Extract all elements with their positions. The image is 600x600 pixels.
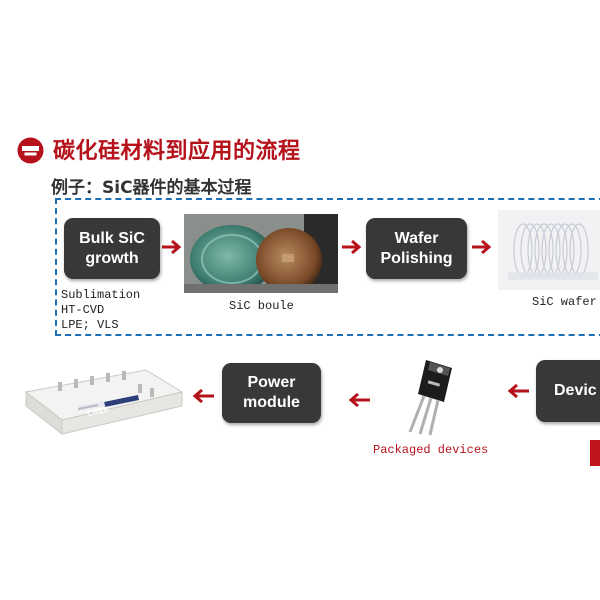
step-bulk-growth-label: Bulk SiC growth — [79, 229, 145, 267]
sic-wafer-photo — [498, 210, 600, 290]
page-subtitle: 例子：SiC器件的基本过程 — [51, 178, 252, 198]
step-wafer-polishing-label: Wafer Polishing — [380, 229, 453, 267]
step-device-label: Devic — [554, 382, 597, 399]
right-arrow-icon — [342, 240, 362, 254]
step-power-module: Power module — [222, 363, 321, 423]
left-arrow-icon — [507, 384, 529, 398]
growth-method: HT-CVD — [61, 303, 105, 317]
title-badge-icon — [17, 137, 44, 164]
page-title: 碳化硅材料到应用的流程 — [53, 139, 301, 164]
step-wafer-polishing: Wafer Polishing — [366, 218, 467, 279]
packaged-devices-label: Packaged devices — [373, 443, 489, 457]
sic-boule-label: SiC boule — [229, 299, 294, 313]
step-bulk-growth: Bulk SiC growth — [64, 218, 160, 279]
right-arrow-icon — [472, 240, 492, 254]
left-arrow-icon — [192, 389, 214, 403]
growth-method: LPE; VLS — [61, 318, 119, 332]
power-module-photo — [18, 362, 186, 440]
process-frame — [55, 198, 600, 336]
red-edge-mark — [590, 440, 600, 466]
right-arrow-icon — [162, 240, 182, 254]
sic-boule-photo — [184, 214, 338, 293]
growth-method: Sublimation — [61, 288, 141, 302]
packaged-device-photo — [380, 358, 472, 436]
left-arrow-icon — [348, 393, 370, 407]
sic-wafer-label: SiC wafer — [532, 295, 597, 309]
step-device: Devic — [536, 360, 600, 422]
step-power-module-label: Power module — [243, 374, 300, 411]
growth-methods-list: Sublimation HT-CVD LPE; VLS — [61, 288, 140, 333]
